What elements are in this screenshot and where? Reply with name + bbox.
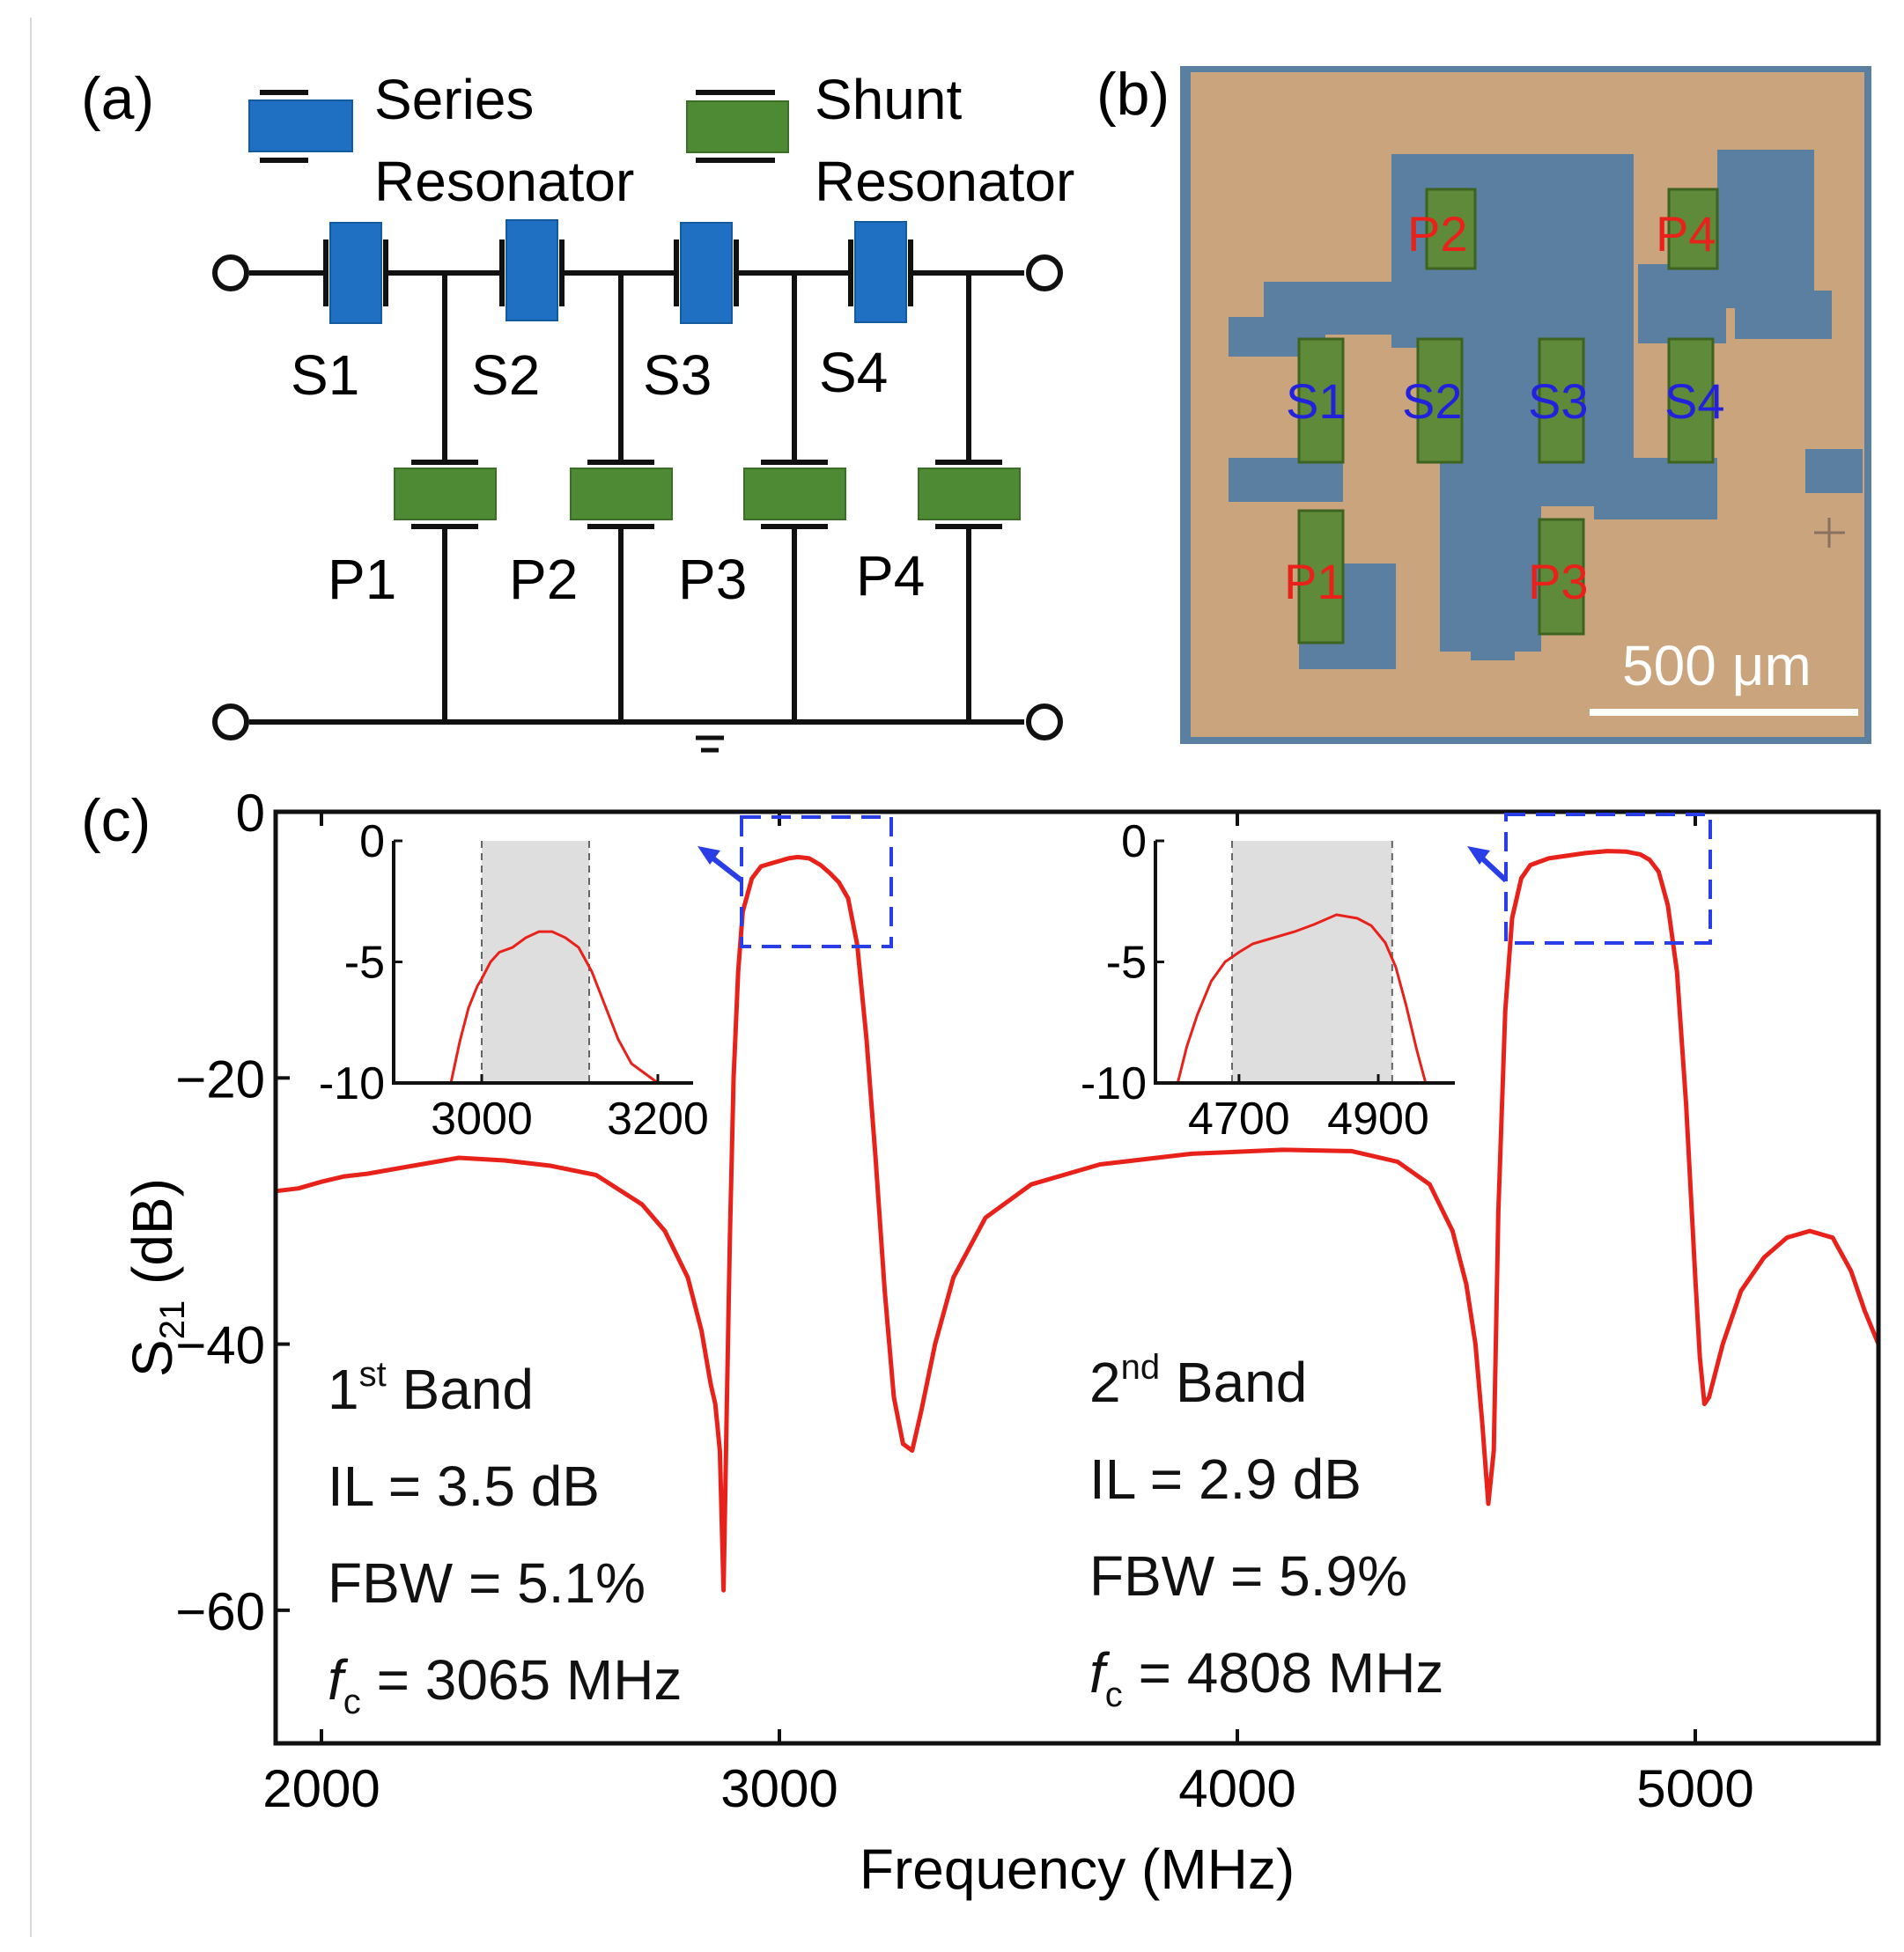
main-plot-frame: [273, 809, 1881, 1746]
series-label-s2: S2: [471, 343, 540, 407]
main-ylabel: S21 (dB): [121, 1178, 192, 1377]
main-xtick-label: 2000: [262, 1759, 380, 1818]
band2-title: 2nd Band: [1089, 1348, 1307, 1414]
band1-il: IL = 3.5 dB: [328, 1455, 600, 1518]
scalebar: [1590, 709, 1858, 716]
shunt-label-p3: P3: [678, 548, 747, 611]
inset1-curve: [449, 930, 659, 1085]
inset2-ytick-label: -10: [1081, 1058, 1147, 1109]
band2-fc: fc = 4808 MHz: [1089, 1641, 1443, 1714]
circuit-wires: [249, 270, 1024, 725]
port-in-bottom: [212, 703, 249, 740]
shunt-label-p1: P1: [328, 548, 396, 611]
legend-series-line1: Series: [374, 68, 534, 131]
series-resonator-s4: [848, 221, 913, 323]
main-xtick-label: 5000: [1636, 1759, 1753, 1818]
zoom-arrow-band1: [697, 846, 743, 883]
s21-curve: [275, 849, 1881, 1593]
band2-fbw: FBW = 5.9%: [1089, 1544, 1407, 1608]
main-xtick-label: 4000: [1178, 1759, 1295, 1818]
panel-b-micrograph: (b) P2: [1096, 61, 1871, 744]
scalebar-label: 500 μm: [1622, 634, 1812, 697]
inset2-xtick-label: 4900: [1327, 1094, 1429, 1145]
port-in-top: [212, 254, 249, 291]
inset1-ytick-label: -5: [344, 938, 385, 989]
shunt-resonator-p2: [570, 460, 673, 529]
panel-label-a: (a): [81, 65, 154, 132]
shunt-label-p2: P2: [509, 548, 578, 611]
series-label-s1: S1: [291, 343, 359, 407]
main-ytick-label: 0: [236, 784, 265, 843]
inset2-ytick-label: -5: [1106, 938, 1147, 989]
inset-chart-band1: 3000 3200 0 -5 -10: [319, 816, 709, 1145]
inset1-xtick-label: 3200: [607, 1094, 709, 1145]
zoom-box-band1: [740, 815, 893, 948]
inset1-xtick-label: 3000: [431, 1094, 533, 1145]
inset1-ytick-label: -10: [319, 1058, 385, 1109]
micro-label-s4: S4: [1664, 373, 1725, 429]
port-out-top: [1026, 254, 1063, 291]
micro-label-p1: P1: [1284, 554, 1345, 609]
ground-symbol: [696, 735, 724, 753]
series-label-s3: S3: [643, 343, 712, 407]
zoom-box-band2: [1504, 813, 1712, 945]
zoom-arrow-band2: [1467, 846, 1509, 883]
main-chart: 2000 3000 4000 5000 0 −20 −40 −60 Frequency (MH…: [121, 784, 1881, 1901]
shunt-label-p4: P4: [856, 544, 925, 608]
shunt-resonator-p3: [743, 460, 846, 529]
main-ytick-label: −40: [175, 1316, 265, 1375]
band1-title: 1st Band: [328, 1355, 534, 1421]
inset2-curve: [1176, 913, 1428, 1084]
main-ytick-label: −60: [175, 1582, 265, 1641]
main-ytick-label: −20: [175, 1050, 265, 1109]
series-label-s4: S4: [819, 341, 888, 404]
micro-label-s2: S2: [1402, 373, 1463, 429]
panel-label-c: (c): [81, 787, 151, 854]
legend-shunt-resonator: Shunt Resonator: [686, 68, 1074, 213]
shunt-resonator-p1: [394, 460, 497, 529]
band1-annotation: 1st Band IL = 3.5 dB FBW = 5.1% fc = 306…: [328, 1355, 682, 1721]
band2-annotation: 2nd Band IL = 2.9 dB FBW = 5.9% fc = 480…: [1089, 1348, 1443, 1714]
panel-a-circuit: (a) Series Resonator Shunt Resonator: [81, 65, 1074, 753]
micro-label-p3: P3: [1528, 554, 1589, 609]
micro-label-s3: S3: [1528, 373, 1589, 429]
legend-series-resonator: Series Resonator: [248, 68, 634, 213]
panel-label-b: (b): [1096, 61, 1170, 128]
inset2-ytick-label: 0: [1121, 816, 1147, 867]
main-xtick-label: 3000: [720, 1759, 838, 1818]
band1-fc: fc = 3065 MHz: [328, 1648, 682, 1721]
legend-series-line2: Resonator: [374, 150, 634, 213]
micro-label-p4: P4: [1656, 206, 1716, 261]
legend-shunt-line2: Resonator: [815, 150, 1074, 213]
series-resonator-s2: [499, 219, 565, 321]
inset1-passband: [482, 841, 589, 1083]
micro-label-s1: S1: [1286, 373, 1347, 429]
alignment-cross-icon: [1814, 518, 1845, 548]
micro-label-p2: P2: [1407, 206, 1468, 261]
inset-chart-band2: 4700 4900 0 -5 -10: [1081, 816, 1455, 1145]
inset1-ytick-label: 0: [359, 816, 385, 867]
series-resonator-s3: [674, 222, 739, 324]
band2-il: IL = 2.9 dB: [1089, 1447, 1362, 1511]
band1-fbw: FBW = 5.1%: [328, 1551, 646, 1615]
series-resonator-s1: [323, 222, 388, 324]
micrograph-electrodes: [1297, 188, 1719, 645]
shunt-resonator-p4: [918, 460, 1021, 529]
legend-shunt-line1: Shunt: [815, 68, 962, 131]
port-out-bottom: [1026, 703, 1063, 740]
inset2-xtick-label: 4700: [1188, 1094, 1290, 1145]
main-xlabel: Frequency (MHz): [860, 1838, 1295, 1901]
inset2-passband: [1231, 841, 1392, 1083]
